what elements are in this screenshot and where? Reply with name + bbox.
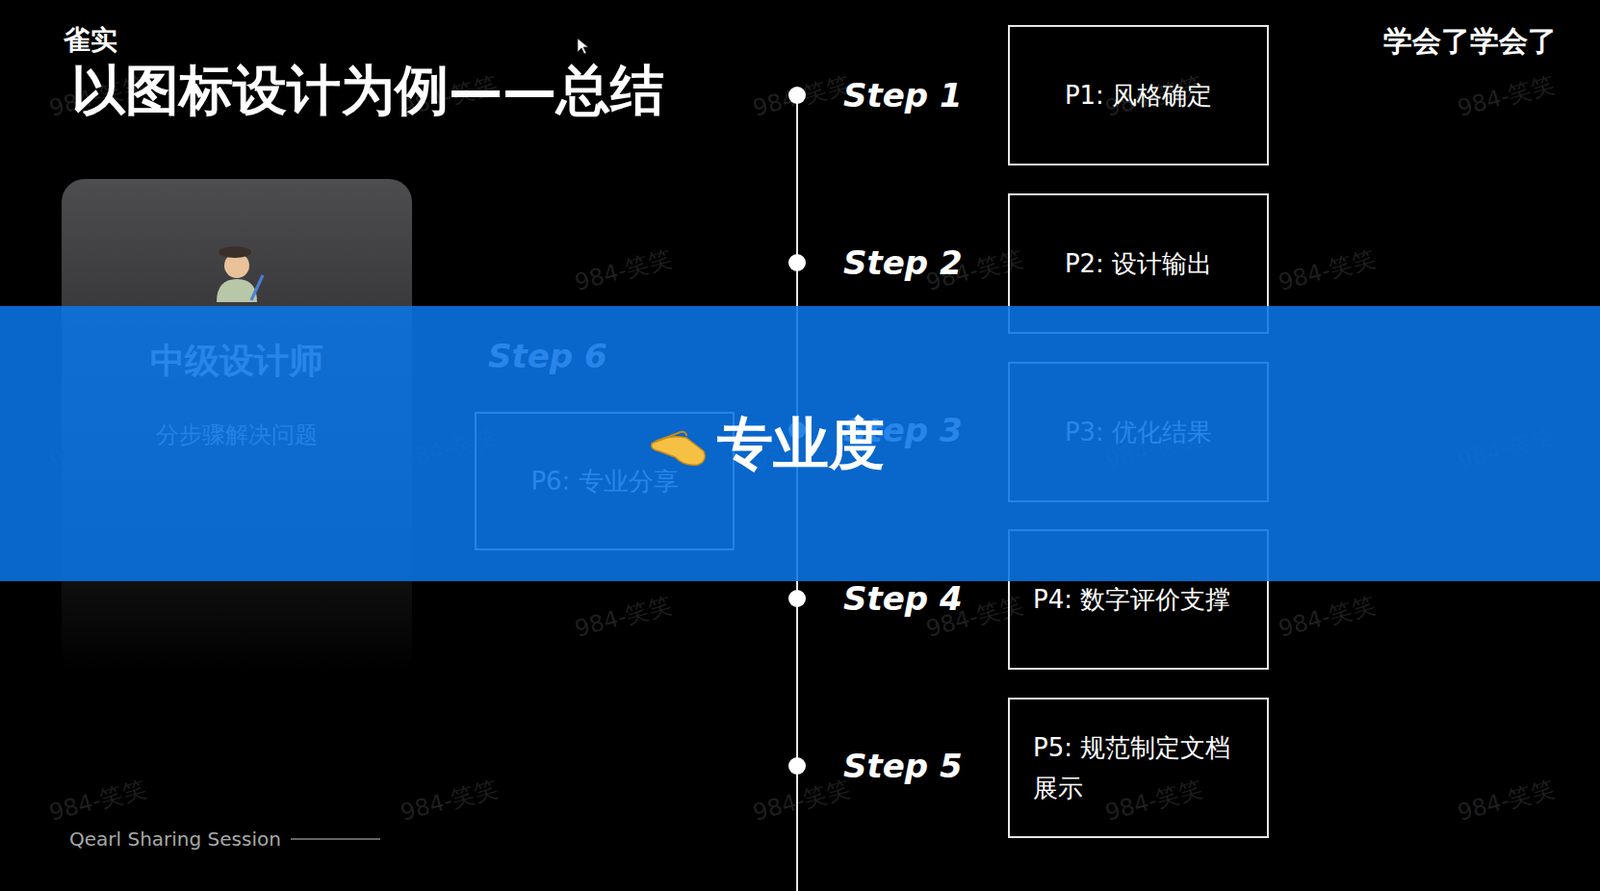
watermark: 984-笑笑 — [1454, 773, 1558, 828]
watermark: 984-笑笑 — [571, 242, 675, 298]
band-heading: 专业度 — [717, 407, 885, 481]
corner-tag: 学会了学会了 — [1383, 23, 1557, 60]
designer-emoji — [203, 236, 271, 305]
watermark: 984-笑笑 — [1454, 68, 1558, 124]
pinch-hand-icon — [647, 422, 712, 471]
box-text: P2: 设计输出 — [1064, 243, 1213, 284]
timeline-dot — [788, 254, 806, 272]
footer-text: Qearl Sharing Session — [69, 825, 282, 854]
watermark: 984-笑笑 — [1275, 589, 1379, 645]
step-label: Step 5 — [843, 745, 963, 788]
footer-rule — [290, 838, 381, 841]
step-label: Step 1 — [843, 74, 963, 117]
timeline-dot — [788, 757, 806, 775]
author-tag: 雀实 — [63, 23, 118, 58]
watermark: 984-笑笑 — [46, 773, 150, 828]
watermark: 984-笑笑 — [571, 589, 675, 645]
watermark: 984-笑笑 — [397, 773, 501, 828]
watermark: 984-笑笑 — [749, 773, 853, 828]
watermark: 984-笑笑 — [749, 68, 853, 124]
highlight-band: 专业度 — [0, 306, 1600, 582]
timeline-dot — [788, 590, 806, 608]
watermark: 984-笑笑 — [1275, 242, 1379, 298]
mouse-cursor — [577, 38, 589, 54]
box-text: P4: 数字评价支撑 — [1032, 579, 1231, 620]
slide-title: 以图标设计为例——总结 — [71, 55, 665, 126]
